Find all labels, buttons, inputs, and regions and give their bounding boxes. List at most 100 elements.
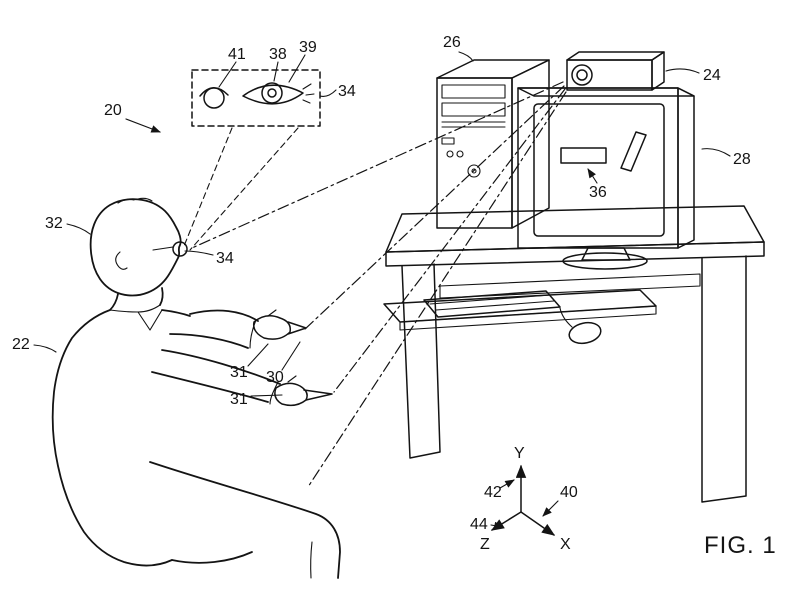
monitor-side — [677, 87, 695, 249]
ref-numeral-26: 26 — [443, 34, 461, 51]
leader-41 — [218, 61, 237, 88]
monitor-base — [562, 252, 648, 270]
user-thigh — [149, 461, 341, 579]
leader-28 — [701, 148, 731, 157]
figure-caption: FIG. 1 — [704, 532, 777, 559]
pointing-finger-lower — [303, 389, 333, 401]
tower-front — [436, 77, 513, 229]
tracking-dashdot-lines — [191, 81, 567, 488]
monitor-stand — [581, 247, 631, 261]
glasses — [152, 241, 188, 257]
user-hand-lower — [274, 382, 308, 407]
mouse — [559, 307, 602, 345]
axis-x — [520, 511, 556, 536]
arrow-20 — [125, 118, 161, 133]
pointing-finger-upper — [287, 321, 307, 335]
ref-numeral-42: 42 — [484, 484, 502, 501]
leader-32 — [66, 223, 91, 235]
tower-side — [511, 59, 550, 229]
drive-bay — [441, 102, 506, 117]
user-seat — [171, 551, 253, 564]
user-head — [89, 198, 182, 297]
ref-numeral-31-upper: 31 — [230, 364, 248, 381]
ref-numeral-40: 40 — [560, 484, 578, 501]
coordinate-axes: Y X Z 42 40 44 — [470, 445, 578, 553]
ref-numeral-38: 38 — [269, 46, 287, 63]
screen-object-bar — [620, 131, 647, 172]
power-button — [467, 164, 481, 178]
thumb-lower — [287, 375, 297, 383]
monitor-top — [517, 87, 695, 97]
camera-top — [566, 51, 665, 61]
user-collar-v — [137, 309, 163, 331]
tower-led — [446, 150, 454, 158]
leader-22 — [33, 344, 57, 353]
leader-31-upper — [247, 343, 269, 367]
ref-numeral-31-lower: 31 — [230, 391, 248, 408]
keyboard — [423, 290, 561, 318]
user-hair — [117, 197, 153, 204]
ref-numeral-34-inset: 34 — [338, 83, 356, 100]
ref-numeral-20: 20 — [104, 102, 122, 119]
desk-left-leg — [401, 263, 441, 459]
camera-lens — [571, 64, 593, 86]
monitor-bezel — [517, 87, 679, 249]
user-figure: 34 32 22 — [12, 197, 341, 579]
desk-top-surface — [385, 205, 765, 253]
desk-top-edge — [385, 241, 765, 267]
left-eye-drawing — [199, 87, 229, 109]
tower-led — [456, 150, 464, 158]
ref-numeral-34-user: 34 — [216, 250, 234, 267]
desk — [383, 205, 765, 503]
leader-36 — [587, 168, 598, 184]
user-upper-arm — [169, 309, 307, 349]
leader-30 — [281, 341, 301, 371]
ref-numeral-39: 39 — [299, 39, 317, 56]
camera-lens-inner — [576, 69, 588, 81]
leader-34-inset — [319, 89, 337, 97]
user-shin — [310, 541, 313, 579]
ref-numeral-36: 36 — [589, 184, 607, 201]
camera-side — [651, 51, 665, 91]
gaze-dashed-lines — [183, 127, 299, 251]
desk-shelf — [439, 273, 701, 299]
monitor-screen — [533, 103, 665, 237]
leader-26 — [458, 51, 474, 62]
axis-label-x: X — [560, 536, 571, 553]
tower-button — [441, 137, 455, 145]
computer-tower: 26 — [436, 34, 550, 229]
keyboard-tray-edge — [399, 305, 657, 331]
user-back — [51, 309, 173, 567]
thumb-upper — [267, 309, 277, 317]
user-chest — [161, 309, 191, 317]
ref-numeral-44: 44 — [470, 516, 488, 533]
leader-40 — [542, 500, 559, 517]
ref-numeral-30: 30 — [266, 369, 284, 386]
ref-numeral-32: 32 — [45, 215, 63, 232]
ref-numeral-24: 24 — [703, 67, 721, 84]
leader-38 — [273, 61, 279, 82]
user-ear — [115, 251, 128, 270]
user-collar — [109, 304, 161, 313]
leader-34-user — [184, 250, 214, 256]
screen-objects: 36 — [560, 131, 647, 201]
right-eye-drawing — [242, 82, 315, 105]
ref-numeral-28: 28 — [733, 151, 751, 168]
user-lower-arm — [151, 349, 333, 407]
desk-right-leg — [701, 255, 747, 503]
leader-44 — [490, 521, 504, 530]
floppy-slot — [441, 121, 506, 128]
webcam: 24 — [566, 51, 721, 91]
eye-detail-inset: 41 38 39 34 — [191, 39, 356, 127]
ref-numeral-41: 41 — [228, 46, 246, 63]
axis-label-z: Z — [480, 536, 490, 553]
user-neck-back — [109, 293, 119, 311]
monitor: 28 36 — [517, 87, 751, 270]
overall-callout-20: 20 — [104, 102, 161, 133]
axis-z — [490, 511, 522, 531]
drive-bay — [441, 84, 506, 99]
leader-24 — [665, 68, 700, 74]
user-neck-front — [159, 287, 164, 306]
